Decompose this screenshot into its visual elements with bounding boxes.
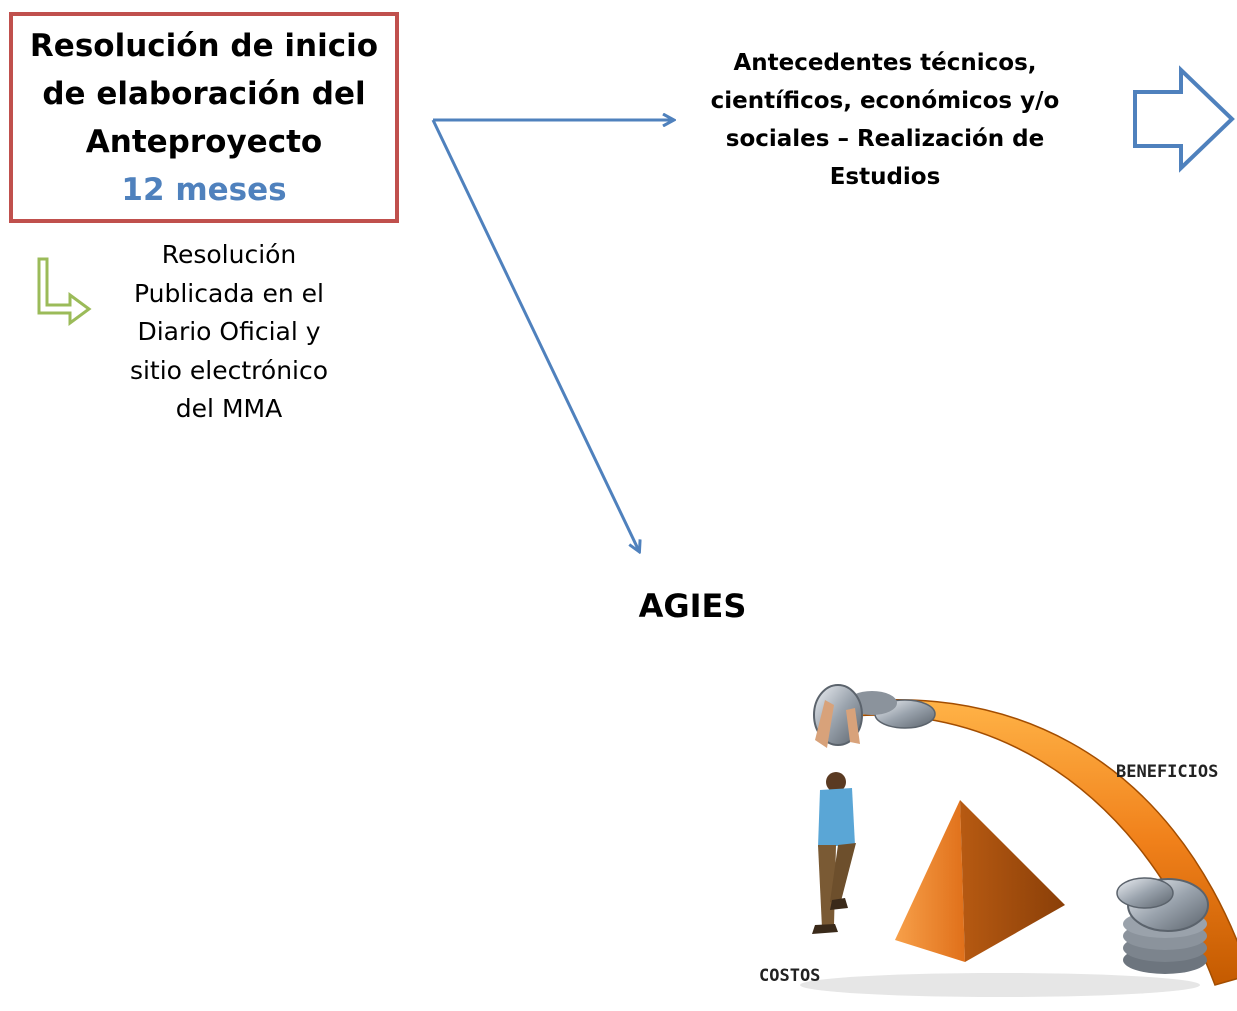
benefits-label: BENEFICIOS (1116, 762, 1219, 782)
resolution-title: Resolución de inicio de elaboración del … (29, 27, 379, 160)
arrow-to-agies (431, 119, 639, 551)
costs-label: COSTOS (759, 966, 821, 986)
antecedentes-text: Antecedentes técnicos, científicos, econ… (710, 50, 1060, 190)
cost-benefit-illustration (800, 684, 1237, 997)
published-note: Resolución Publicada en el Diario Oficia… (129, 240, 329, 423)
coin-stack-right (1116, 877, 1209, 974)
resolution-duration: 12 meses (121, 171, 287, 208)
person-figure (812, 700, 860, 934)
resolution-box: Resolución de inicio de elaboración del … (9, 12, 399, 223)
block-arrow-right-icon (1133, 65, 1235, 173)
agies-label: AGIES (638, 587, 747, 625)
bent-arrow-down-right-icon (37, 257, 92, 326)
